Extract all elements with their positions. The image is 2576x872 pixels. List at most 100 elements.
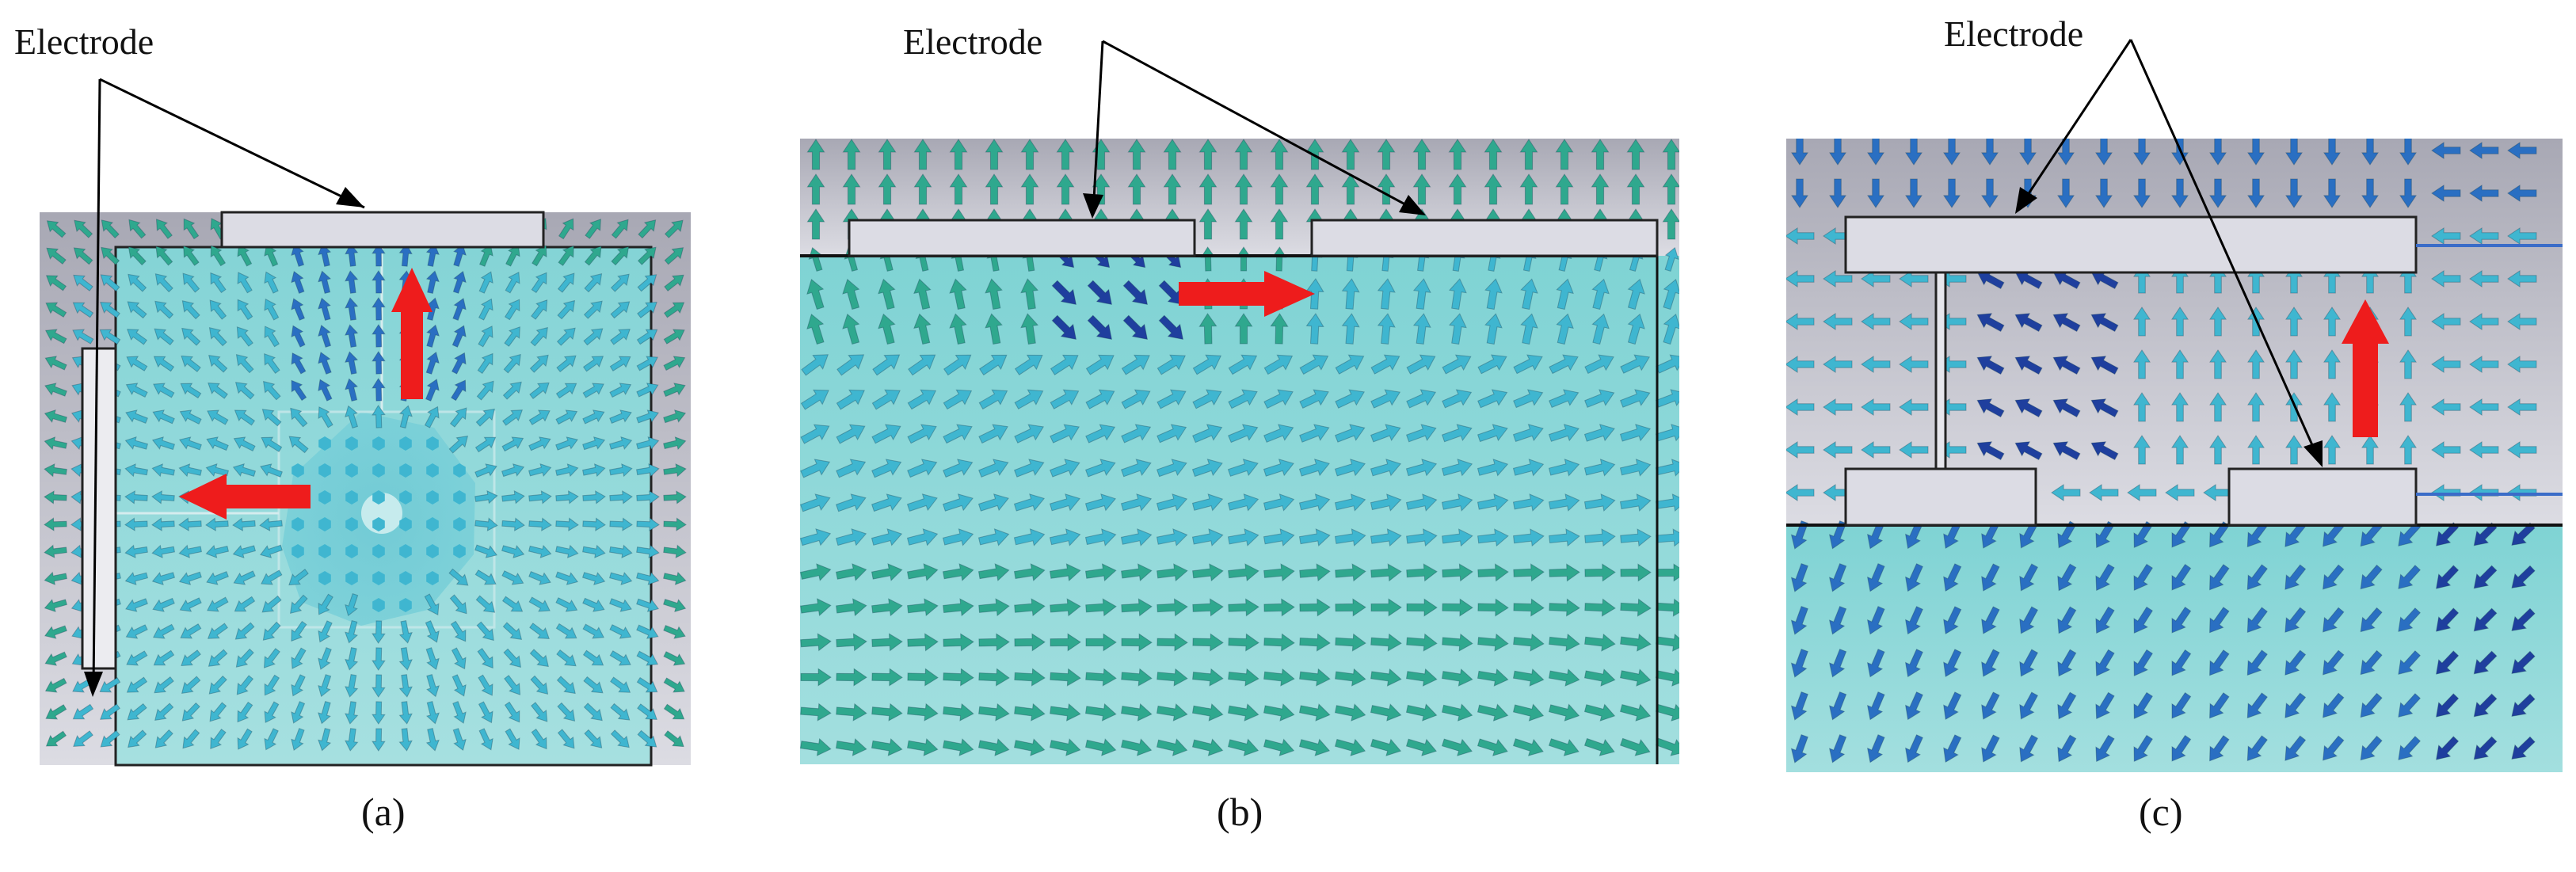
field-arrow xyxy=(1228,598,1259,617)
field-arrow xyxy=(1228,633,1259,652)
field-arrow xyxy=(1448,173,1467,205)
field-arrow xyxy=(398,674,413,698)
field-arrow xyxy=(425,351,440,375)
field-arrow xyxy=(836,389,865,410)
panel-b-leader-line xyxy=(1092,40,1104,215)
field-arrow xyxy=(1263,633,1295,652)
field-arrow xyxy=(531,728,547,750)
field-arrow xyxy=(1591,173,1610,205)
field-arrow xyxy=(609,650,631,666)
field-arrow xyxy=(452,674,467,697)
panel-b-right-electrode xyxy=(1310,219,1659,257)
field-arrow xyxy=(800,528,832,546)
field-dot xyxy=(345,436,358,451)
field-arrow xyxy=(556,355,577,373)
field-arrow xyxy=(46,247,67,265)
field-arrow xyxy=(128,273,147,292)
field-arrow xyxy=(501,570,524,585)
field-arrow xyxy=(1619,737,1651,756)
panel-a-center-box xyxy=(277,410,496,629)
field-arrow xyxy=(425,620,440,643)
field-arrow xyxy=(1263,738,1295,756)
field-arrow xyxy=(907,424,937,444)
field-arrow xyxy=(478,674,493,696)
field-arrow xyxy=(1512,668,1545,687)
field-arrow xyxy=(2398,607,2422,632)
field-arrow xyxy=(1828,178,1847,208)
flow-arrow-up xyxy=(2342,299,2389,437)
field-arrow xyxy=(1899,398,1929,417)
field-arrow xyxy=(1084,528,1117,546)
field-arrow xyxy=(154,703,174,722)
field-arrow xyxy=(1548,493,1580,512)
field-arrow xyxy=(1786,355,1815,374)
field-arrow xyxy=(1263,424,1294,443)
field-arrow xyxy=(1228,668,1259,687)
field-arrow xyxy=(2361,178,2380,208)
field-arrow xyxy=(449,594,467,615)
field-arrow xyxy=(100,302,120,318)
field-arrow xyxy=(1823,269,1853,288)
field-arrow xyxy=(2469,269,2499,288)
field-arrow xyxy=(555,436,578,451)
field-arrow xyxy=(555,623,577,639)
field-arrow xyxy=(2507,398,2537,417)
field-arrow xyxy=(261,595,282,613)
field-arrow xyxy=(582,490,606,505)
field-arrow xyxy=(1828,139,1847,166)
field-arrow xyxy=(1335,389,1366,409)
field-arrow xyxy=(1335,354,1365,375)
field-arrow xyxy=(345,405,359,429)
field-arrow xyxy=(913,139,932,170)
field-arrow xyxy=(1619,459,1652,477)
field-arrow xyxy=(1370,668,1402,687)
field-arrow xyxy=(1904,606,1923,635)
field-arrow xyxy=(1512,459,1545,477)
field-arrow xyxy=(2323,178,2342,208)
field-arrow xyxy=(180,383,202,399)
field-arrow xyxy=(99,329,121,345)
field-arrow xyxy=(2469,398,2499,417)
field-arrow xyxy=(504,701,520,723)
field-dot xyxy=(426,436,439,451)
field-arrow xyxy=(124,544,148,558)
field-arrow xyxy=(2323,564,2345,590)
field-arrow xyxy=(2246,735,2268,762)
field-arrow xyxy=(800,598,832,617)
field-arrow xyxy=(949,173,968,205)
field-arrow xyxy=(806,208,825,240)
field-arrow xyxy=(372,647,386,671)
field-arrow xyxy=(1484,313,1503,345)
field-arrow xyxy=(1406,598,1438,617)
field-arrow xyxy=(806,313,825,345)
field-arrow xyxy=(609,598,632,612)
field-arrow xyxy=(2127,483,2157,502)
field-arrow xyxy=(264,298,280,321)
field-arrow xyxy=(907,668,939,687)
field-arrow xyxy=(152,409,175,425)
field-arrow xyxy=(237,728,253,750)
field-arrow xyxy=(582,463,606,478)
field-arrow xyxy=(1556,278,1574,310)
field-arrow xyxy=(1943,691,1962,721)
field-arrow xyxy=(2246,649,2268,676)
field-arrow xyxy=(44,544,67,558)
field-arrow xyxy=(662,598,687,612)
field-arrow xyxy=(291,647,307,669)
field-arrow xyxy=(582,517,606,531)
field-arrow xyxy=(2473,565,2498,589)
field-arrow xyxy=(949,313,967,345)
field-arrow xyxy=(913,278,932,310)
field-arrow xyxy=(637,246,657,265)
field-arrow xyxy=(2019,606,2039,634)
panel-c-leader-line xyxy=(2129,39,2321,462)
field-arrow xyxy=(1549,389,1580,409)
field-dot xyxy=(399,571,412,585)
field-arrow xyxy=(448,435,469,454)
field-arrow xyxy=(502,622,523,641)
field-arrow xyxy=(1305,173,1324,205)
flow-arrow-up xyxy=(391,268,433,399)
field-dot xyxy=(399,598,412,612)
field-arrow xyxy=(44,409,68,423)
field-arrow xyxy=(318,297,331,322)
